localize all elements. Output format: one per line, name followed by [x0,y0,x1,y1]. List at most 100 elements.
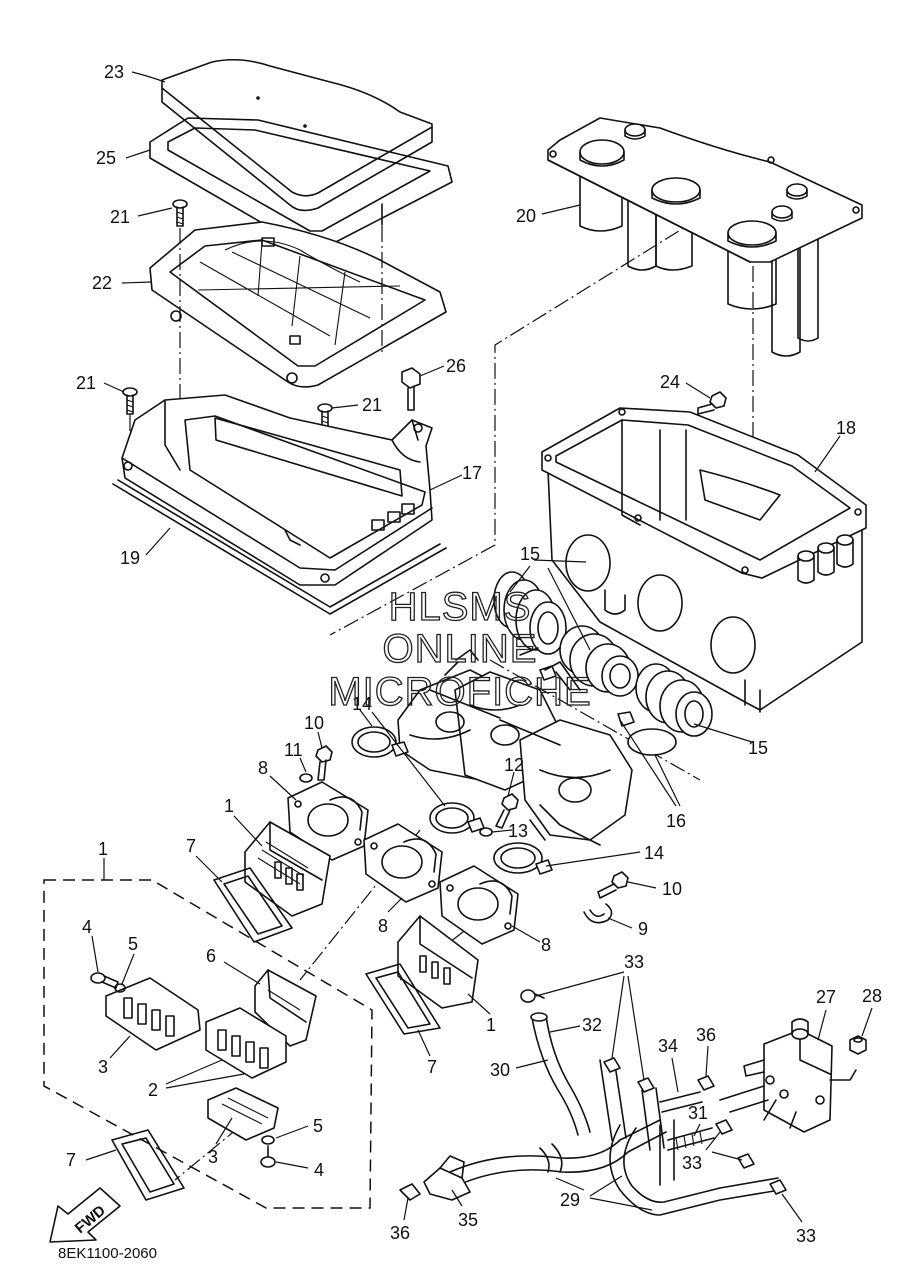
callout-11: 11 [284,740,303,760]
air-filter-cover-23 [161,58,433,212]
callout-2: 2 [148,1080,158,1100]
funnel-plate-20 [547,117,863,357]
callout-31: 31 [688,1103,708,1123]
manifold-8-c [439,865,519,945]
joint-15-c [635,663,713,737]
watermark-line-1: HLSMS [389,585,532,629]
callout-8-mid: 8 [378,916,388,936]
clamp-14-c [493,842,553,875]
callout-36-top: 36 [696,1025,716,1045]
callout-20: 20 [516,206,536,226]
callout-10-top: 10 [304,713,324,733]
callout-23: 23 [104,62,124,82]
washer-5-lower [261,1135,275,1145]
callout-3-left: 3 [98,1057,108,1077]
oil-pump-27 [719,1018,857,1133]
screw-21-top [172,199,188,227]
callout-26: 26 [446,356,466,376]
leader-lines [85,71,873,1223]
reed-stopper-3-lower [207,1087,279,1141]
air-box-cover-17 [121,394,433,586]
callout-18: 18 [836,418,856,438]
air-box-18 [541,407,867,713]
callout-12: 12 [504,755,524,775]
callout-30: 30 [490,1060,510,1080]
callout-22: 22 [92,273,112,293]
filter-frame-22 [149,221,447,388]
washer-13 [479,827,493,837]
callout-9: 9 [638,919,648,939]
screw-4-upper [90,972,119,989]
callout-6: 6 [206,946,216,966]
callout-8-right: 8 [541,935,551,955]
joint-15-a [493,571,567,655]
reed-valve-gasket-7-upper [213,867,293,943]
manifold-8-a [287,781,369,861]
joint-15-b [559,625,639,697]
bolt-10-upper [315,745,333,781]
callout-14-top: 14 [352,694,372,714]
callout-5-upper: 5 [128,934,138,954]
callout-8-top: 8 [258,758,268,778]
diagram-part-code: 8EK1100-2060 [58,1245,157,1262]
callout-7-box: 7 [66,1150,76,1170]
callout-14-bottom: 14 [644,843,664,863]
washer-5-upper [114,983,126,993]
reed-plate-2-right [205,1007,287,1079]
watermark-line-3: MICROFICHE [328,670,591,714]
hose-31 [667,1127,715,1151]
hose-30-32 [530,1012,591,1136]
reed-valve-gasket-7-lower [365,963,441,1035]
hose-clips-33-36 [603,1057,787,1195]
callout-19: 19 [120,548,140,568]
callout-34: 34 [658,1036,678,1056]
callout-7-lower: 7 [427,1057,437,1077]
callout-32: 32 [582,1015,602,1035]
callout-24: 24 [660,372,680,392]
callout-5-lower: 5 [313,1116,323,1136]
reed-valve-exploded-box [43,879,373,1209]
callout-21-top: 21 [110,207,130,227]
hose-clip-33-top [520,989,545,1003]
hose-clip-36-lower [399,1183,421,1201]
callout-10-bottom: 10 [662,879,682,899]
callout-4-upper: 4 [82,917,92,937]
gasket-7-box [111,1129,185,1201]
callout-36-bottom: 36 [390,1223,410,1243]
bolt-10-lower [597,871,629,899]
clamp-14-b [429,802,485,834]
callout-17: 17 [462,463,482,483]
callout-1-box: 1 [98,839,108,859]
screw-21-left [122,387,138,415]
reed-block-6 [254,969,317,1047]
callout-21-mid: 21 [362,395,382,415]
hose-29 [449,1057,781,1216]
callout-13: 13 [508,821,528,841]
bolt-24 [697,391,727,415]
callouts: 23 25 21 22 20 26 21 21 24 18 17 19 15 1… [66,62,882,1246]
clip-9 [583,903,613,924]
reed-valve-1-lower [397,915,479,1009]
nut-28 [849,1035,867,1055]
screw-4-lower [260,1145,276,1168]
callout-25: 25 [96,148,116,168]
callout-33-bottom: 33 [796,1226,816,1246]
watermark: HLSMS ONLINE MICROFICHE [328,584,592,714]
callout-15-right: 15 [748,738,768,758]
hose-34 [659,1091,703,1113]
callout-16: 16 [666,811,686,831]
callout-27: 27 [816,987,836,1007]
reed-plate-2-3-left [105,977,201,1051]
callout-1-lower: 1 [486,1015,496,1035]
callout-1-upper: 1 [224,796,234,816]
bolt-26 [401,367,421,411]
callout-33-top: 33 [624,952,644,972]
callout-3-lower: 3 [208,1147,218,1167]
manifold-8-b [363,823,443,903]
watermark-line-2: ONLINE [383,627,538,671]
forward-arrow-icon: FWD [49,1187,121,1243]
air-box-gasket-19 [112,479,447,615]
callout-29: 29 [560,1190,580,1210]
callout-21-left: 21 [76,373,96,393]
